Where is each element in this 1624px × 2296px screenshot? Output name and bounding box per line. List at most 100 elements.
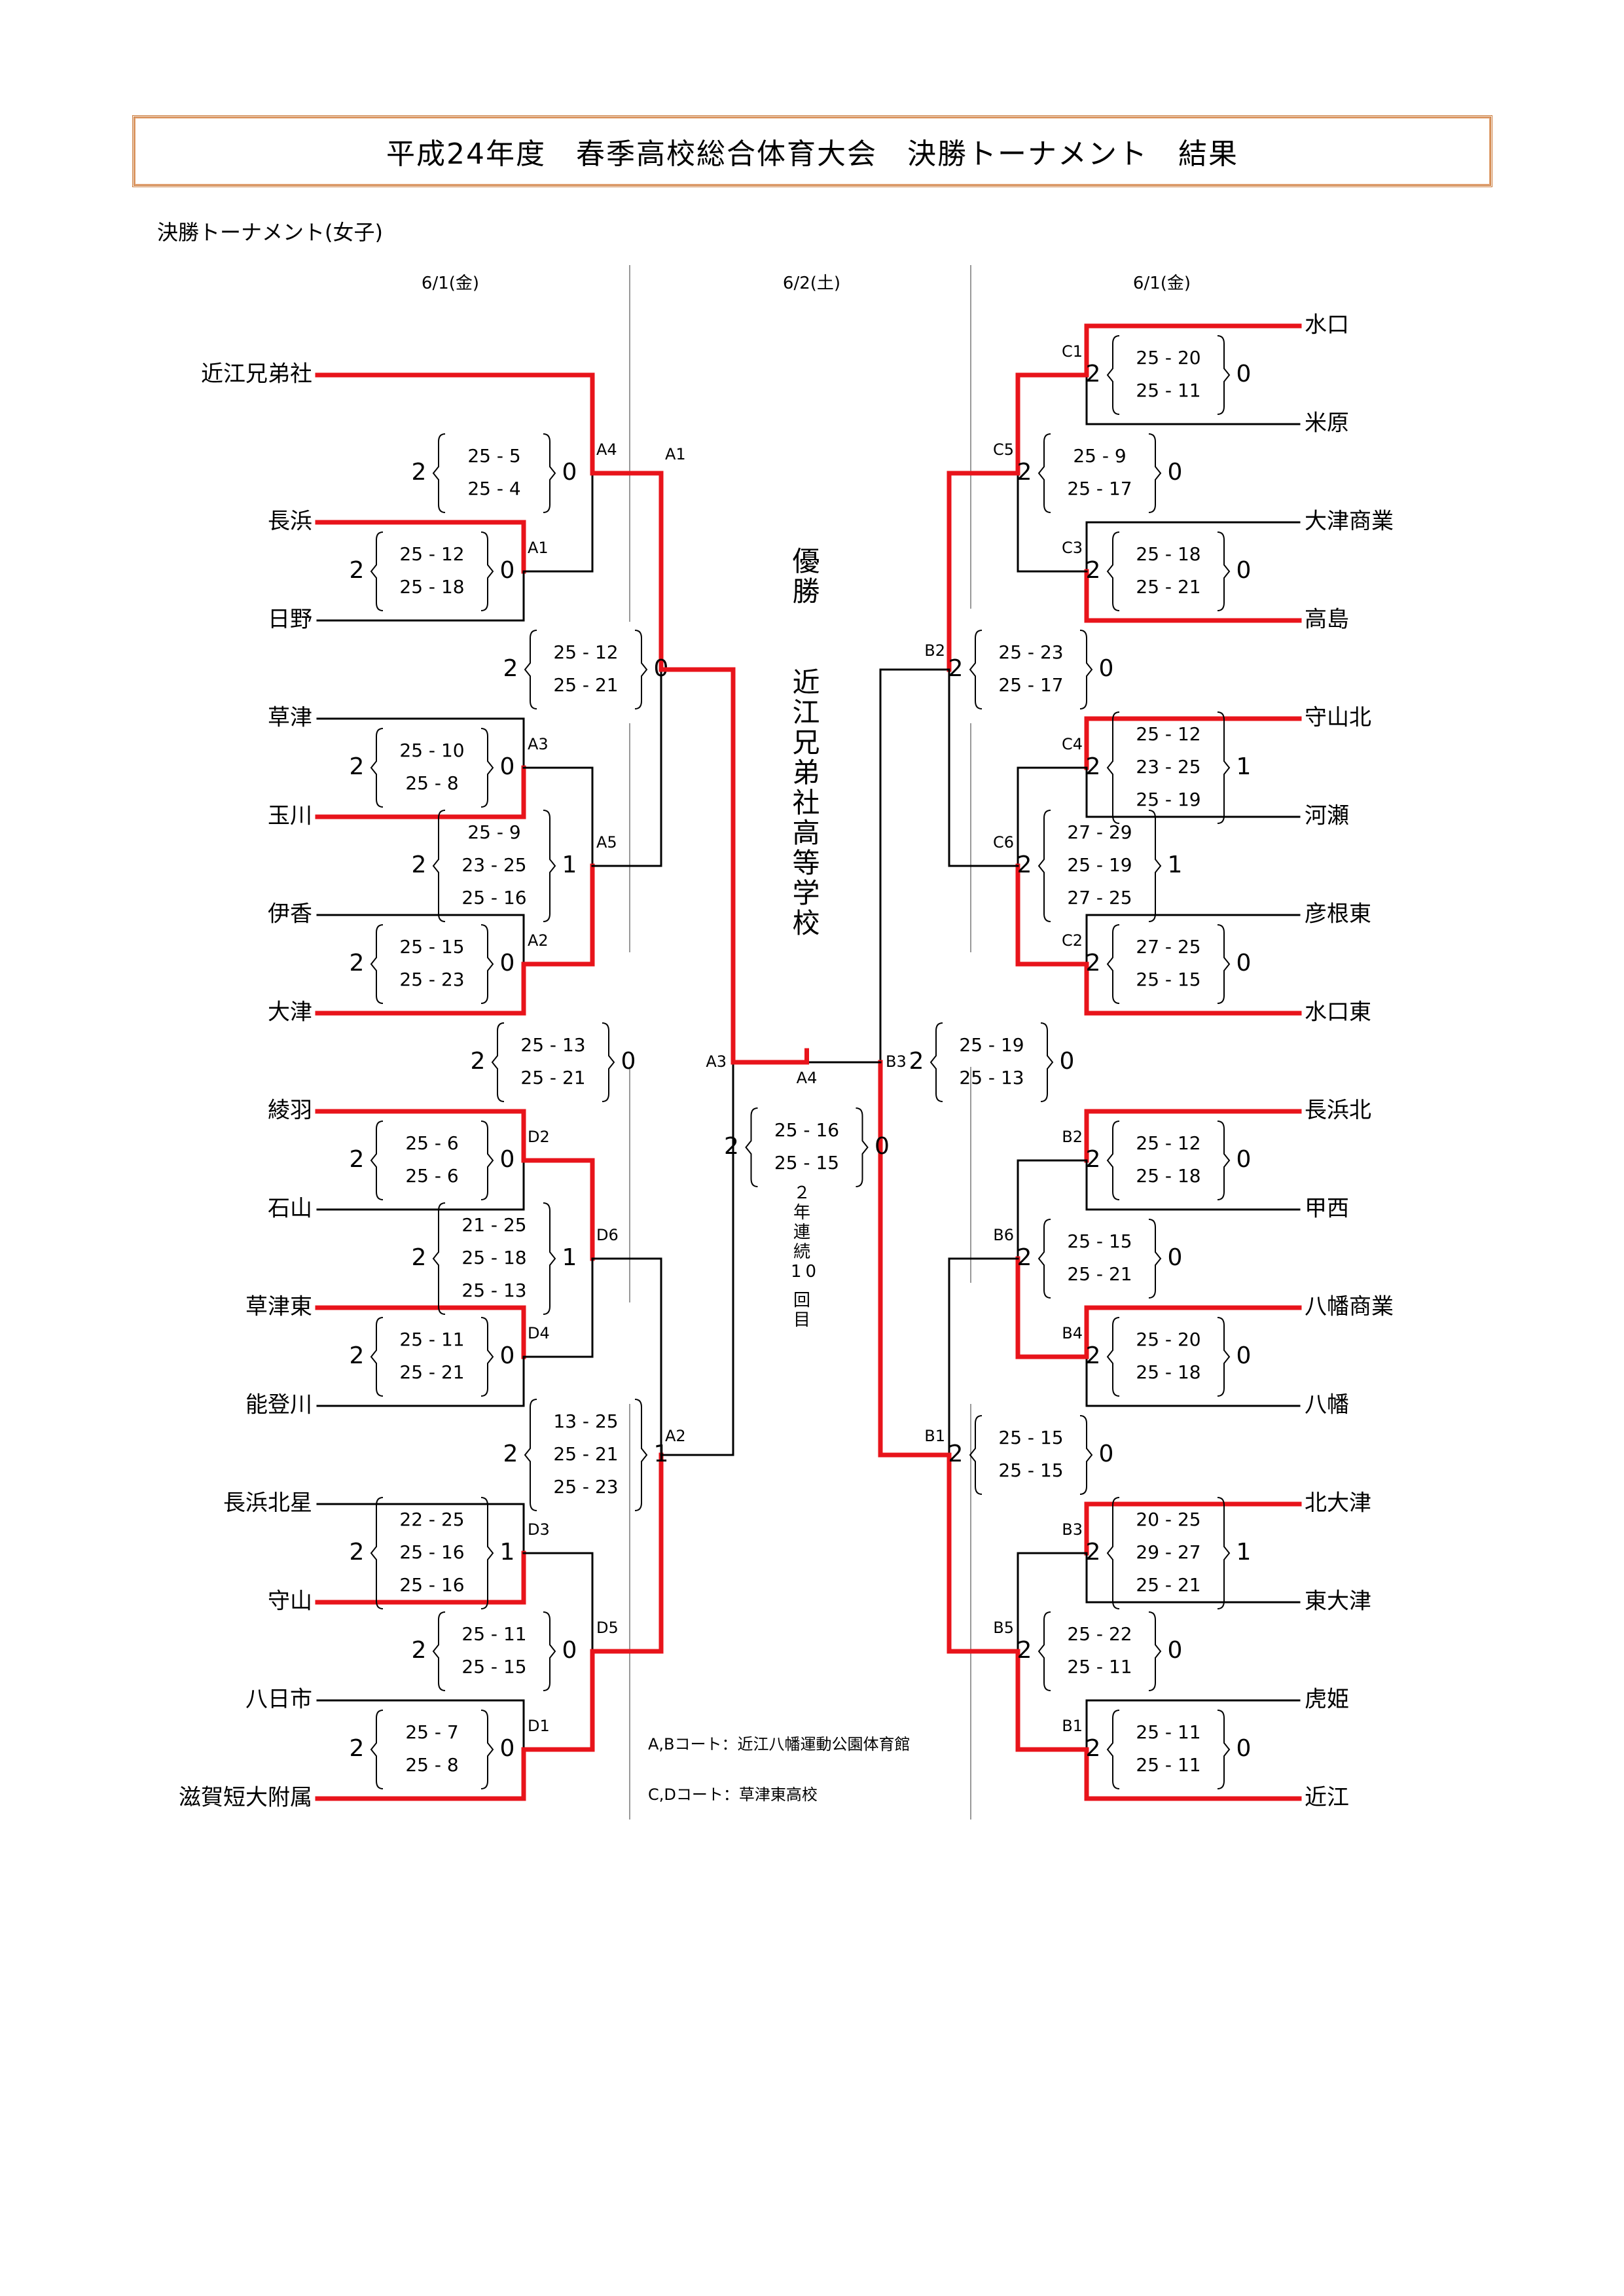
set-score: 25 - 4	[467, 478, 520, 499]
sets-lost: 0	[500, 1146, 515, 1173]
brace-left-icon	[1106, 1317, 1120, 1397]
sets-lost: 0	[562, 459, 577, 486]
set-score: 25 - 11	[1136, 1721, 1200, 1743]
sets-won: 2	[1086, 1539, 1101, 1566]
set-score: 25 - 18	[461, 1247, 526, 1268]
sets-won: 2	[412, 1244, 427, 1271]
streak-part: 連	[793, 1223, 814, 1242]
sets-lost: 0	[1236, 1146, 1252, 1173]
set-score: 25 - 15	[1136, 969, 1200, 990]
set-score: 25 - 11	[399, 1329, 464, 1350]
team-name-right: 守山北	[1305, 705, 1371, 731]
set-score: 25 - 21	[1136, 1574, 1200, 1596]
set-score: 25 - 18	[1136, 1361, 1200, 1383]
team-name-left: 近江兄弟社	[201, 361, 312, 387]
match-code: D3	[528, 1520, 550, 1539]
brace-left-icon	[1106, 1710, 1120, 1789]
match-code: A1	[665, 445, 686, 463]
match-code: A2	[528, 931, 549, 950]
set-score: 25 - 15	[998, 1427, 1063, 1448]
sets-lost: 1	[500, 1539, 515, 1566]
set-score: 25 - 21	[1136, 576, 1200, 598]
set-score: 25 - 21	[553, 674, 618, 696]
set-score: 25 - 23	[998, 641, 1063, 663]
team-name-right: 東大津	[1305, 1588, 1371, 1615]
set-score: 25 - 13	[959, 1067, 1024, 1088]
sets-won: 2	[350, 1735, 365, 1762]
sets-won: 2	[503, 1441, 518, 1467]
brace-right-icon	[1148, 1611, 1162, 1691]
set-score: 25 - 11	[1067, 1656, 1132, 1677]
set-score: 25 - 22	[1067, 1623, 1132, 1645]
team-name-left: 玉川	[268, 803, 312, 829]
team-name-right: 大津商業	[1305, 509, 1394, 535]
match-code: D6	[596, 1226, 619, 1244]
sets-won: 2	[471, 1048, 486, 1075]
team-name-right: 長浜北	[1305, 1098, 1371, 1124]
brace-right-icon	[1217, 1317, 1231, 1397]
set-score: 25 - 23	[399, 969, 464, 990]
sets-won: 2	[724, 1133, 739, 1160]
set-score: 25 - 18	[1136, 543, 1200, 565]
set-score: 25 - 21	[520, 1067, 585, 1088]
match-code: A4	[797, 1069, 818, 1087]
brace-right-icon	[634, 1399, 648, 1511]
brace-left-icon	[1106, 1497, 1120, 1609]
streak-part: 回	[793, 1291, 814, 1310]
team-name-left: 伊香	[268, 901, 312, 927]
sets-won: 2	[1086, 1342, 1101, 1369]
brace-left-icon	[524, 1399, 537, 1511]
set-score: 25 - 13	[461, 1280, 526, 1301]
set-score: 25 - 15	[1067, 1230, 1132, 1252]
team-name-left: 長浜	[268, 509, 312, 535]
brace-right-icon	[480, 1710, 494, 1789]
sets-won: 2	[503, 655, 518, 682]
match-code: B2	[924, 641, 945, 660]
sets-lost: 0	[1168, 459, 1183, 486]
team-name-right: 八幡商業	[1305, 1294, 1394, 1320]
sets-lost: 0	[500, 753, 515, 780]
match-code: C6	[993, 833, 1014, 852]
brace-left-icon	[1106, 531, 1120, 611]
team-name-right: 北大津	[1305, 1490, 1371, 1516]
brace-right-icon	[1217, 924, 1231, 1004]
sets-lost: 0	[1236, 950, 1252, 977]
set-score: 25 - 15	[774, 1152, 839, 1174]
champion-label: 優勝	[788, 547, 820, 607]
set-score: 25 - 11	[461, 1623, 526, 1645]
set-score: 25 - 12	[553, 641, 618, 663]
sets-won: 2	[412, 852, 427, 878]
brace-left-icon	[370, 1710, 384, 1789]
brace-left-icon	[370, 1121, 384, 1200]
team-name-left: 能登川	[245, 1392, 312, 1418]
set-score: 23 - 25	[461, 854, 526, 876]
sets-lost: 0	[500, 950, 515, 977]
sets-lost: 0	[875, 1133, 890, 1160]
brace-right-icon	[480, 728, 494, 808]
brace-left-icon	[370, 1497, 384, 1609]
set-score: 25 - 19	[1136, 789, 1200, 810]
sets-won: 2	[350, 1539, 365, 1566]
set-score: 25 - 16	[774, 1119, 839, 1141]
sets-won: 2	[1017, 459, 1032, 486]
match-code: B2	[1062, 1128, 1083, 1146]
sets-won: 2	[350, 1342, 365, 1369]
streak-part: ２	[793, 1183, 814, 1203]
match-code: C2	[1062, 931, 1083, 950]
